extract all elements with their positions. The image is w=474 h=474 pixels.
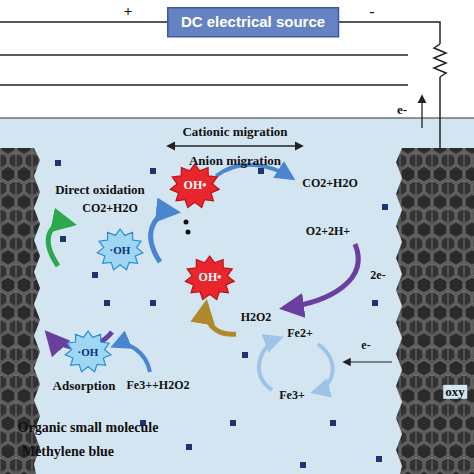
burst-shape — [186, 256, 235, 300]
annotation: CO2+H2O — [82, 202, 138, 215]
resistor-symbol — [434, 44, 446, 77]
annotation: Fe2+ — [287, 327, 313, 340]
wire — [439, 77, 441, 150]
cathode-electrode — [396, 148, 474, 474]
node-label: ·OH — [78, 346, 99, 358]
radical-burst: OH• — [185, 256, 234, 301]
annotation: Methylene blue — [22, 444, 114, 459]
node-label: OH• — [184, 179, 207, 192]
reduction-arrow — [284, 244, 358, 308]
terminal-label: - — [370, 3, 375, 20]
power-source-box: DC electrical source — [167, 7, 339, 38]
wire — [0, 54, 408, 56]
annotation: Direct oxidation — [55, 183, 145, 197]
node-label: ·OH — [110, 244, 131, 256]
electron-arrow — [421, 96, 422, 128]
annotation: Cationic migration — [182, 125, 287, 139]
annotation: O2+2H+ — [306, 225, 350, 238]
annotation: Fe3+ — [279, 389, 305, 402]
iron-cycle-arrow — [259, 338, 280, 390]
reaction-arrow — [151, 212, 176, 262]
node-label: DC electrical source — [181, 14, 325, 31]
reaction-arrow — [114, 344, 150, 372]
box-shape — [168, 8, 339, 37]
tank-rim — [0, 117, 474, 118]
fenton-arrow — [206, 304, 236, 334]
node-label: OH• — [199, 271, 222, 284]
iron-cycle-arrow — [314, 344, 333, 392]
annotation: oxy — [443, 385, 467, 399]
annotation: Anion migration — [189, 154, 281, 168]
electron-arrow — [344, 361, 392, 362]
wire — [0, 84, 408, 86]
electrolyte — [0, 118, 474, 474]
annotation: e- — [361, 339, 370, 352]
dot — [186, 230, 191, 235]
terminal-label: e- — [397, 103, 407, 117]
burst-shape — [97, 229, 143, 270]
radical-burst: ·OH — [65, 331, 111, 373]
radical-burst: OH• — [170, 164, 219, 209]
burst-shape — [65, 331, 111, 372]
migration-arrow — [168, 145, 302, 146]
burst-shape — [171, 164, 220, 208]
dot — [184, 220, 189, 225]
terminal-label: + — [124, 3, 133, 20]
annotation: Organic small molecule — [18, 420, 159, 435]
oxidation-arrow — [48, 223, 72, 266]
annotation: Fe3++H2O2 — [127, 379, 190, 392]
radical-burst: ·OH — [97, 229, 143, 271]
annotation: H2O2 — [241, 311, 272, 324]
annotation: CO2+H2O — [302, 177, 358, 190]
annotation: 2e- — [370, 269, 385, 282]
annotation: Adsorption — [53, 379, 116, 393]
